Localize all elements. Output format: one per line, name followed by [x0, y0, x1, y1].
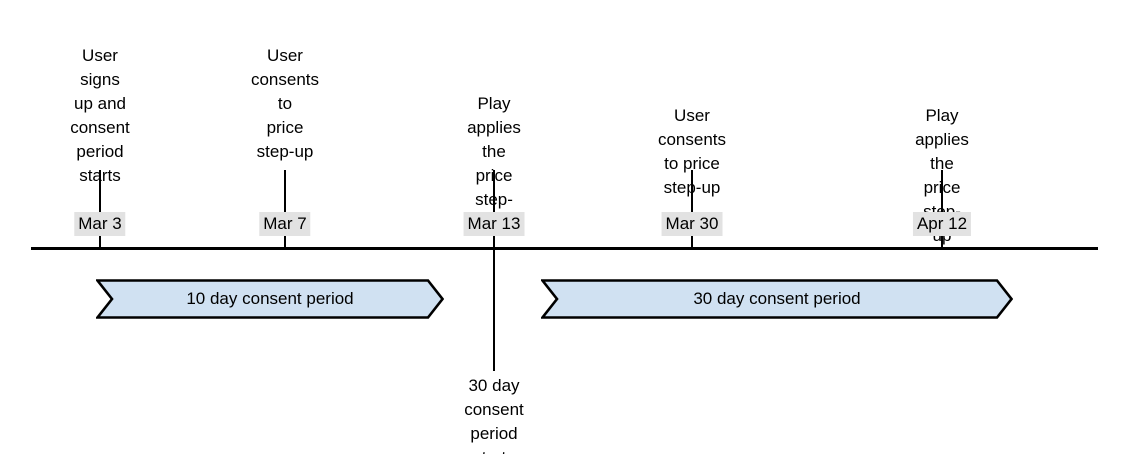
event-caption-mar-7: User consents to price step-up [250, 46, 320, 161]
event-tick-upper-mar-30 [691, 170, 693, 212]
event-tick-below-mar-13 [493, 250, 495, 371]
event-tick-lower-mar-7 [284, 236, 286, 249]
event-tick-upper-mar-13 [493, 170, 495, 212]
below-axis-note-mar-13: 30 day consent period starts [464, 376, 524, 454]
consent-period-label-10-day: 10 day consent period [186, 289, 354, 308]
timeline-axis [31, 247, 1098, 250]
consent-period-bar-10-day: 10 day consent period [96, 279, 444, 319]
arrow-shape-icon [541, 279, 1013, 319]
event-date-chip-mar-3: Mar 3 [74, 212, 126, 236]
event-tick-lower-mar-3 [99, 236, 101, 249]
event-tick-upper-apr-12 [941, 170, 943, 212]
event-tick-lower-mar-30 [691, 236, 693, 249]
event-caption-mar-3: User signs up and consent period starts [70, 46, 130, 185]
event-tick-upper-mar-3 [99, 170, 101, 212]
event-date-chip-mar-7: Mar 7 [259, 212, 311, 236]
event-date-chip-mar-30: Mar 30 [661, 212, 723, 236]
consent-period-bar-30-day: 30 day consent period [541, 279, 1013, 319]
arrow-shape-icon [96, 279, 444, 319]
event-tick-lower-apr-12 [941, 236, 943, 249]
event-tick-lower-mar-13 [493, 236, 495, 249]
consent-period-label-30-day: 30 day consent period [693, 289, 861, 308]
event-tick-upper-mar-7 [284, 170, 286, 212]
event-date-chip-apr-12: Apr 12 [912, 212, 972, 236]
event-date-chip-mar-13: Mar 13 [463, 212, 525, 236]
